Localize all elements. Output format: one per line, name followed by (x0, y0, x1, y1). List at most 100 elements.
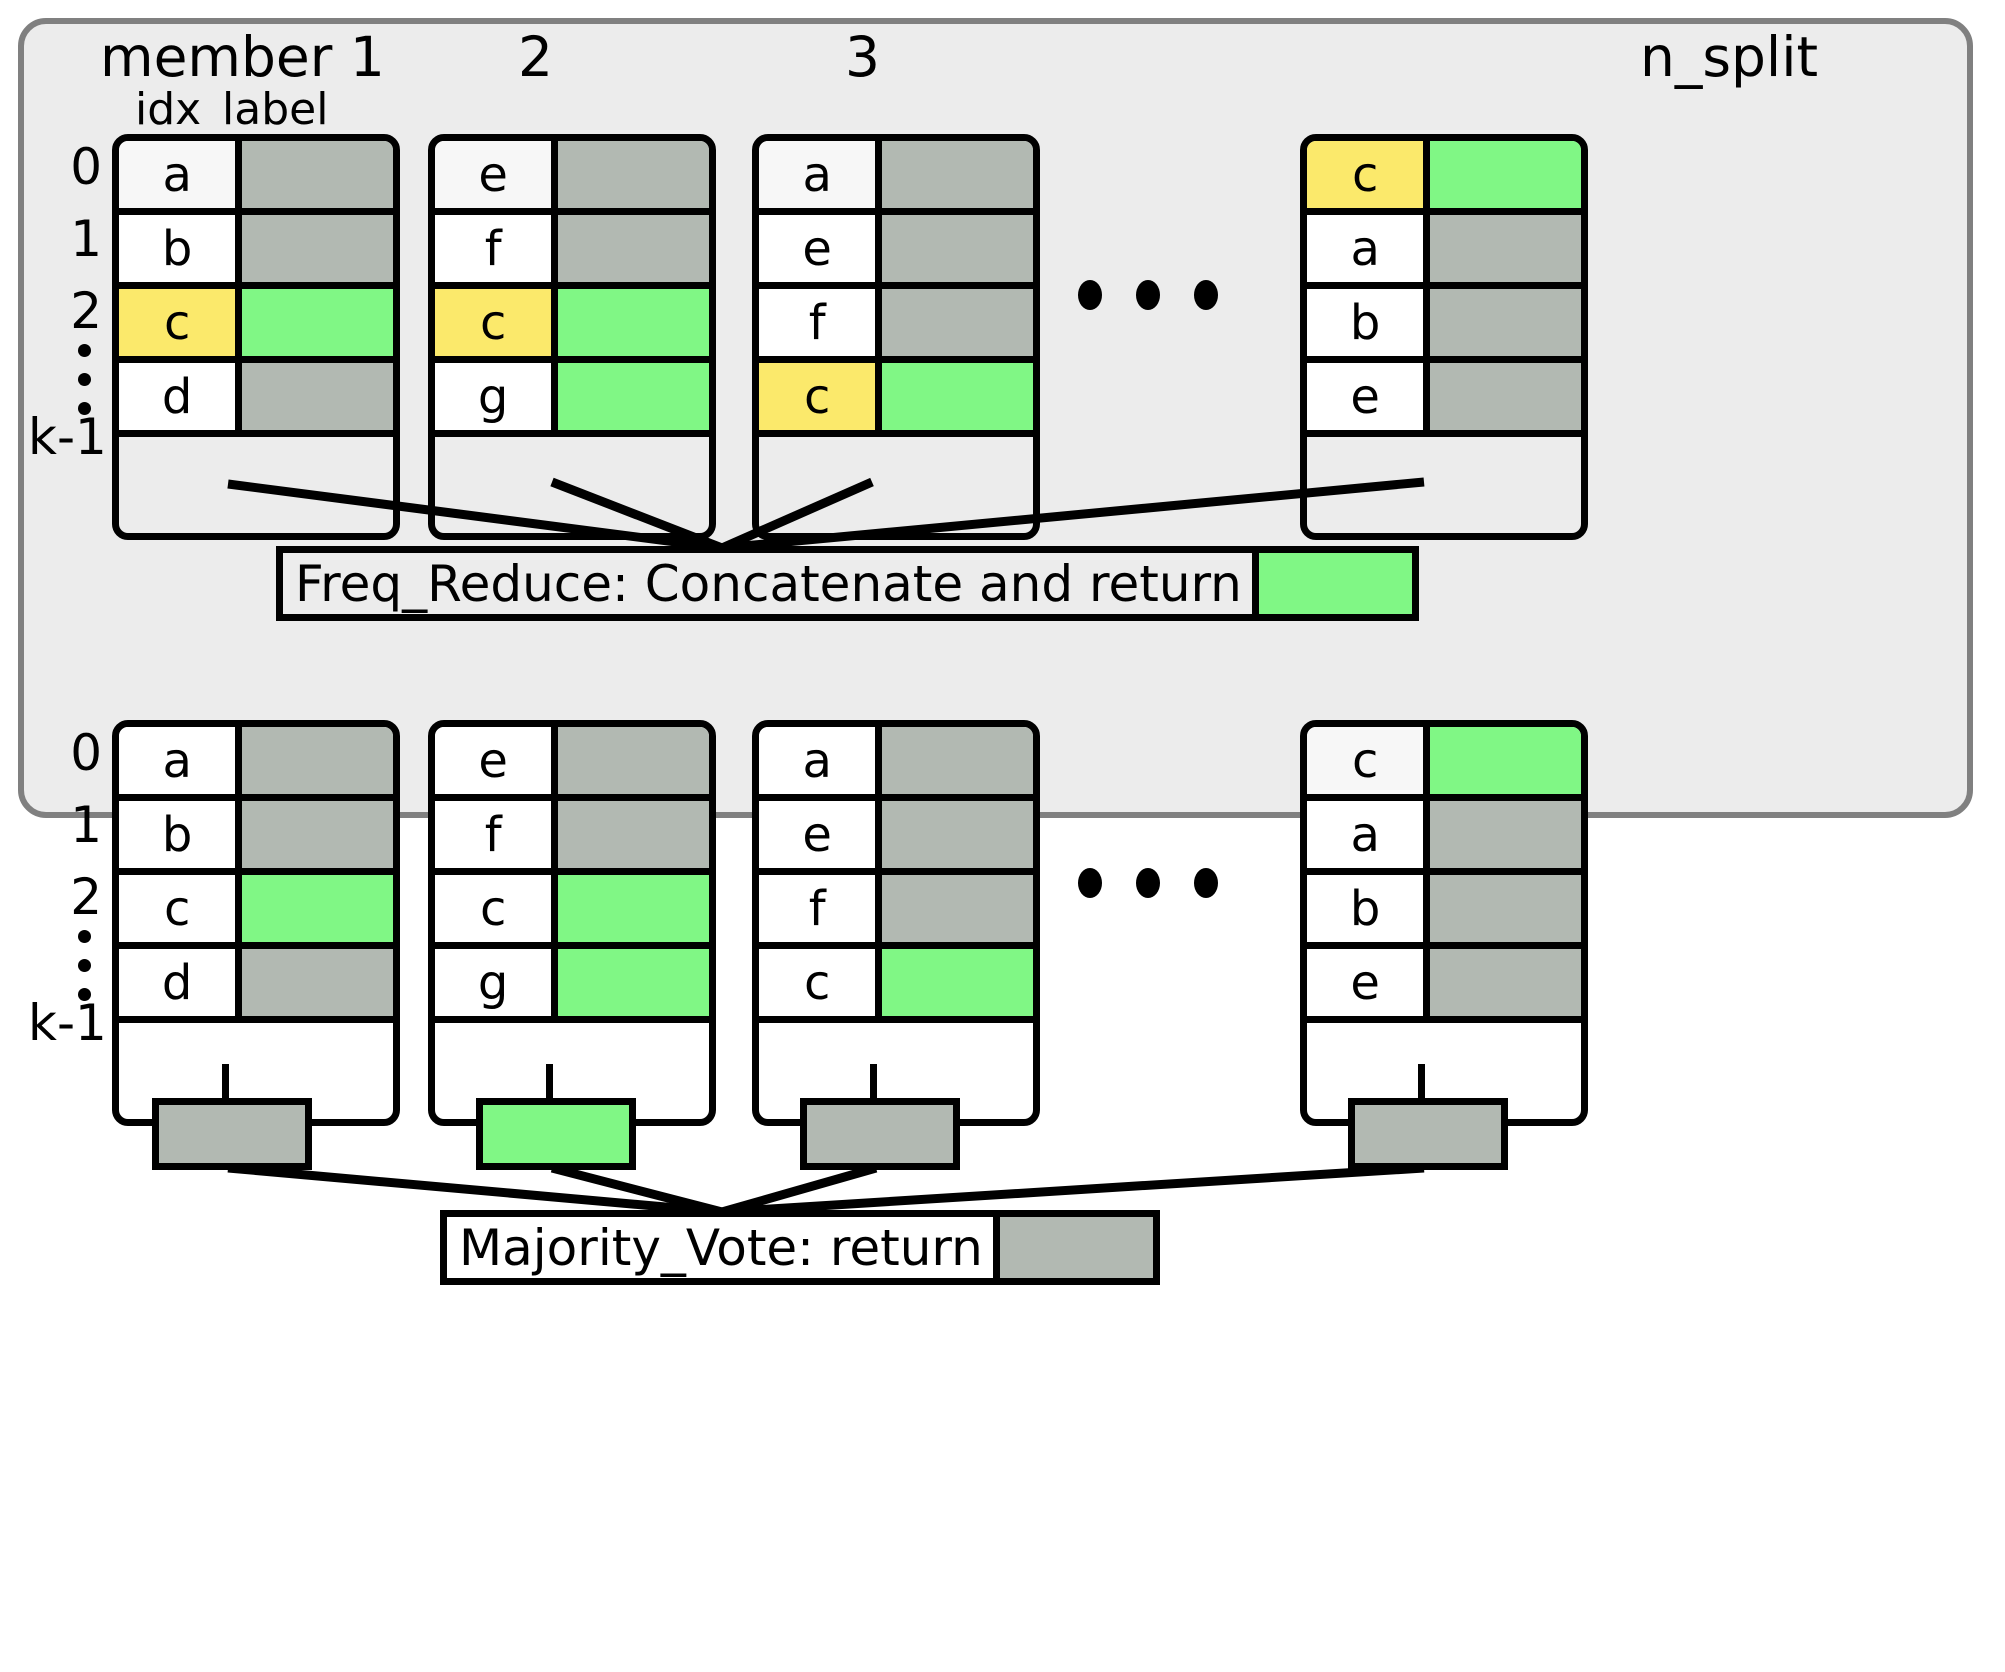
cell-label (1430, 949, 1581, 1016)
cell-label (1430, 289, 1581, 356)
table-row: a (759, 141, 1033, 215)
table-row: b (1307, 875, 1581, 949)
table-row (1307, 437, 1581, 533)
row-label-2-bottom: 2 (70, 868, 102, 926)
row-label-0-bottom: 0 (70, 724, 102, 782)
table-row: g (435, 949, 709, 1023)
cell-label (242, 875, 393, 942)
cell-idx: a (119, 727, 243, 794)
output-chip-2[interactable] (476, 1098, 636, 1170)
table-row: e (759, 801, 1033, 875)
cell-label (242, 215, 393, 282)
row-label-1-top: 1 (70, 210, 102, 268)
table-row: f (759, 289, 1033, 363)
cell-idx: e (759, 215, 883, 282)
column-header-idx: idx (135, 84, 202, 135)
table-row: a (119, 141, 393, 215)
table-row: d (119, 949, 393, 1023)
output-chip-3[interactable] (800, 1098, 960, 1170)
cell-idx: c (435, 289, 559, 356)
cell-idx (435, 437, 558, 533)
cell-label (1430, 215, 1581, 282)
cell-label (242, 141, 393, 208)
row-label-ellipsis-bottom (78, 930, 92, 1017)
cell-label (882, 875, 1033, 942)
cell-label (242, 437, 393, 533)
table-row: c (759, 363, 1033, 437)
output-chip-1[interactable] (152, 1098, 312, 1170)
cell-label (882, 949, 1033, 1016)
member-header-2: 2 (518, 25, 553, 89)
table-row (119, 437, 393, 533)
cell-idx (119, 437, 242, 533)
table-row: c (1307, 727, 1581, 801)
table-row (759, 437, 1033, 533)
table-row: g (435, 363, 709, 437)
cell-label (558, 215, 709, 282)
cell-idx: b (1307, 289, 1431, 356)
cell-label (1430, 141, 1581, 208)
cell-idx: e (1307, 363, 1431, 430)
column-header-label: label (222, 84, 329, 135)
stem-n-split (1418, 1064, 1425, 1100)
cell-idx: f (759, 875, 883, 942)
output-chip-n-split[interactable] (1348, 1098, 1508, 1170)
cell-idx: c (119, 289, 243, 356)
cell-idx: b (119, 801, 243, 868)
cell-idx: c (759, 363, 883, 430)
cell-label (882, 727, 1033, 794)
cell-idx: f (435, 801, 559, 868)
horizontal-ellipsis-bottom (1078, 868, 1218, 898)
row-label-ellipsis-top (78, 344, 92, 431)
cell-label (242, 727, 393, 794)
member-header-1: member 1 (100, 25, 385, 89)
cell-idx: f (435, 215, 559, 282)
cell-idx: c (1307, 727, 1431, 794)
majority-vote-box[interactable]: Majority_Vote: return (440, 1210, 1160, 1285)
table-row: c (1307, 141, 1581, 215)
table-row: c (759, 949, 1033, 1023)
table-row: c (435, 289, 709, 363)
cell-idx: e (759, 801, 883, 868)
table-row: b (1307, 289, 1581, 363)
cell-label (242, 289, 393, 356)
freq-reduce-box[interactable]: Freq_Reduce: Concatenate and return (276, 546, 1419, 621)
cell-label (558, 801, 709, 868)
table-row: c (435, 875, 709, 949)
stem-2 (546, 1064, 553, 1100)
table-row: b (119, 215, 393, 289)
row-label-k-1-bottom: k-1 (28, 994, 107, 1052)
table-row: f (435, 215, 709, 289)
member-header-3: 3 (845, 25, 880, 89)
row-label-1-bottom: 1 (70, 796, 102, 854)
freq-reduce-swatch (1251, 553, 1412, 614)
table-row: e (1307, 949, 1581, 1023)
cell-label (558, 727, 709, 794)
cell-idx: c (1307, 141, 1431, 208)
cell-label (882, 801, 1033, 868)
table-row: a (119, 727, 393, 801)
cell-label (242, 949, 393, 1016)
table-row: e (1307, 363, 1581, 437)
cell-idx: b (1307, 875, 1431, 942)
cell-idx: e (435, 727, 559, 794)
cell-label (1430, 437, 1581, 533)
majority-vote-label: Majority_Vote: return (459, 1218, 983, 1277)
table-row (435, 437, 709, 533)
cell-label (1430, 363, 1581, 430)
row-label-0-top: 0 (70, 138, 102, 196)
table-row: f (435, 801, 709, 875)
cell-label (1430, 801, 1581, 868)
row-label-k-1-top: k-1 (28, 408, 107, 466)
cell-label (1430, 875, 1581, 942)
cell-idx: g (435, 949, 559, 1016)
